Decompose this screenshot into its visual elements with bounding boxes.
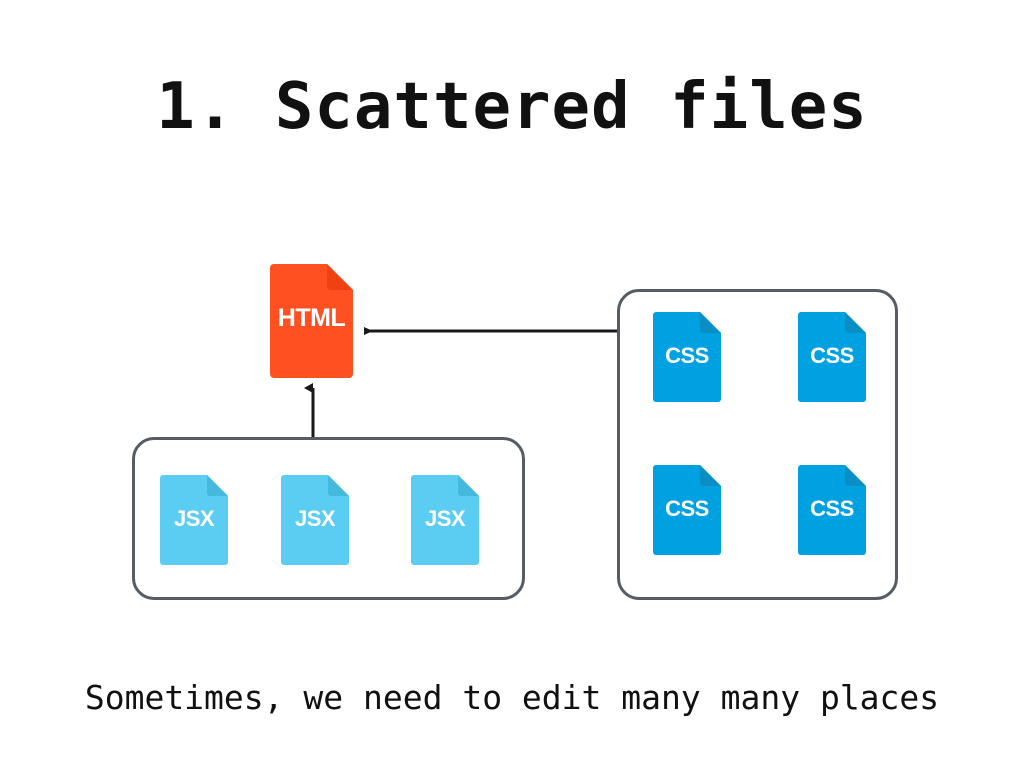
file-css-shape xyxy=(798,312,866,402)
file-css-icon[interactable]: CSS xyxy=(653,465,721,555)
file-css-icon[interactable]: CSS xyxy=(653,312,721,402)
file-jsx-icon[interactable]: JSX xyxy=(411,475,479,565)
file-jsx-shape xyxy=(411,475,479,565)
file-css-shape xyxy=(798,465,866,555)
slide-caption: Sometimes, we need to edit many many pla… xyxy=(84,678,940,717)
file-jsx-shape xyxy=(281,475,349,565)
file-html-shape xyxy=(270,264,353,378)
file-html-icon[interactable]: HTML xyxy=(270,264,353,378)
file-css-icon[interactable]: CSS xyxy=(798,465,866,555)
file-jsx-shape xyxy=(160,475,228,565)
file-jsx-icon[interactable]: JSX xyxy=(160,475,228,565)
page-title: 1. Scattered files xyxy=(156,70,868,144)
file-css-shape xyxy=(653,465,721,555)
file-css-icon[interactable]: CSS xyxy=(798,312,866,402)
file-css-shape xyxy=(653,312,721,402)
file-jsx-icon[interactable]: JSX xyxy=(281,475,349,565)
